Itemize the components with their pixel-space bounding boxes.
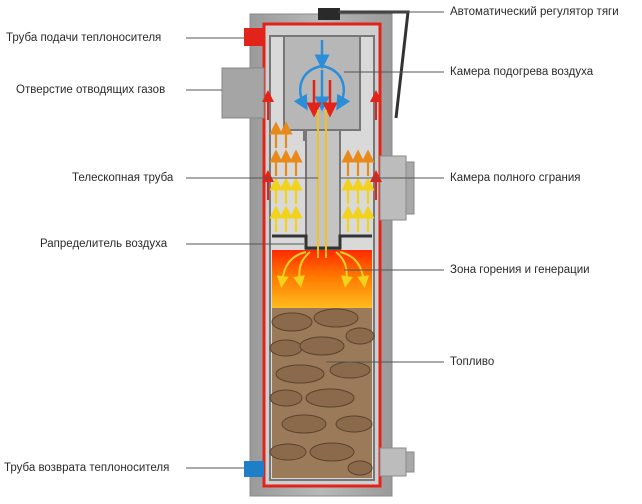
combustion-zone — [272, 250, 372, 310]
label-return-pipe: Труба возврата теплоносителя — [4, 462, 170, 474]
flue-outlet — [221, 67, 265, 119]
air-flow-arrows — [293, 40, 351, 112]
regulator-cap — [318, 8, 340, 20]
label-telescopic-pipe: Телескопная труба — [72, 172, 174, 184]
air-distributor — [272, 234, 372, 250]
telescopic-pipe — [305, 129, 341, 251]
afterburn-port — [379, 155, 407, 221]
supply-pipe — [244, 28, 264, 46]
hot-air-arrows — [306, 80, 338, 118]
bottom-port — [379, 447, 407, 477]
jacket-arrows — [262, 90, 382, 200]
label-combustion-zone: Зона горения и генерации — [450, 264, 590, 276]
return-pipe — [244, 461, 264, 477]
combustion-arrows — [276, 251, 370, 288]
label-draft-regulator: Автоматический регулятор тяги — [450, 6, 619, 18]
label-air-heating-chamber: Камера подогрева воздуха — [450, 66, 594, 78]
pipe-flow — [317, 110, 327, 258]
fuel-logs — [269, 308, 375, 478]
label-fuel: Топливо — [450, 356, 495, 368]
flue-arrows-left — [269, 121, 303, 232]
label-supply-pipe: Труба подачи теплоносителя — [6, 32, 162, 44]
label-air-distributor: Рапределитель воздуха — [40, 238, 168, 250]
leader-lines — [186, 11, 444, 469]
flue-arrows-right — [341, 149, 375, 232]
label-flue-gas-outlet: Отверстие отводящих газов — [16, 84, 166, 96]
label-afterburn-chamber: Камера полного сграния — [450, 172, 581, 184]
